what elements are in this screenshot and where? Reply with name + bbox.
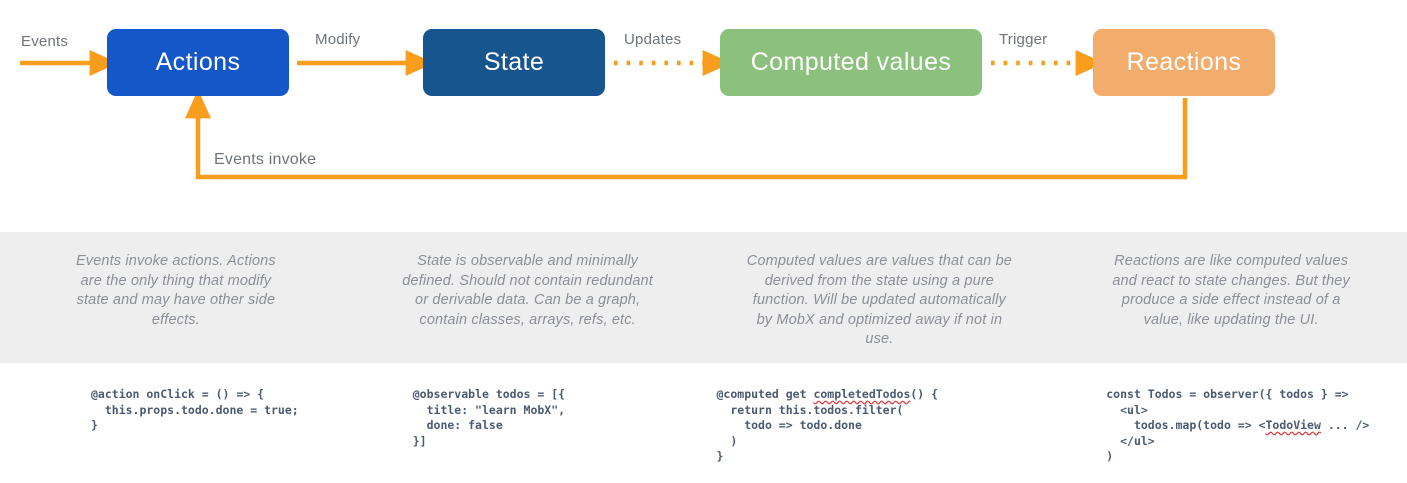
spellcheck-word-completedtodos: completedTodos [813,387,911,401]
node-reactions[interactable]: Reactions [1093,29,1275,96]
code-cell-computed: @computed get completedTodos() { return … [704,363,1056,483]
node-reactions-label: Reactions [1126,48,1242,76]
node-computed-values-label: Computed values [750,48,952,76]
code-post-reactions: ... /> </ul> ) [1106,418,1370,463]
arrow-events-invoke [184,89,1188,180]
node-computed-values[interactable]: Computed values [720,29,982,96]
description-text-state: State is observable and minimally define… [402,253,653,328]
code-snippet-state: @observable todos = [{ title: "learn Mob… [412,387,566,448]
code-snippet-computed: @computed get completedTodos() { return … [717,387,1056,465]
code-post-computed: () { return this.todos.filter( todo => t… [716,387,939,463]
flow-diagram: Actions State Computed values Reactions … [0,0,1407,232]
code-band: @action onClick = () => { this.props.tod… [0,363,1407,483]
description-text-actions: Events invoke actions. Actions are the o… [75,253,276,328]
description-cell-actions: Events invoke actions. Actions are the o… [0,232,352,363]
code-cell-state: @observable todos = [{ title: "learn Mob… [352,363,704,483]
code-pre-reactions: const Todos = observer({ todos } => <ul>… [1106,387,1349,432]
code-cell-reactions: const Todos = observer({ todos } => <ul>… [1055,363,1407,483]
description-text-computed: Computed values are values that can be d… [746,253,1012,347]
description-text-reactions: Reactions are like computed values and r… [1112,253,1350,328]
code-cell-actions: @action onClick = () => { this.props.tod… [0,363,352,483]
edge-label-modify: Modify [315,31,361,48]
edge-label-trigger: Trigger [999,31,1048,48]
description-cell-reactions: Reactions are like computed values and r… [1055,232,1407,363]
description-band: Events invoke actions. Actions are the o… [0,232,1407,363]
code-snippet-actions: @action onClick = () => { this.props.tod… [91,387,299,432]
edge-label-events: Events [21,33,69,50]
code-pre-computed: @computed get [716,387,814,401]
edge-label-events-invoke: Events invoke [214,151,317,168]
spellcheck-word-todoview: TodoView [1265,418,1321,432]
node-actions-label: Actions [155,48,241,76]
description-cell-state: State is observable and minimally define… [352,232,704,363]
flow-arrows-svg [20,49,1188,180]
node-state[interactable]: State [423,29,605,96]
code-snippet-reactions: const Todos = observer({ todos } => <ul>… [1106,387,1407,465]
edge-label-updates: Updates [624,31,682,48]
node-state-label: State [483,48,545,76]
description-cell-computed: Computed values are values that can be d… [704,232,1056,363]
node-actions[interactable]: Actions [107,29,289,96]
